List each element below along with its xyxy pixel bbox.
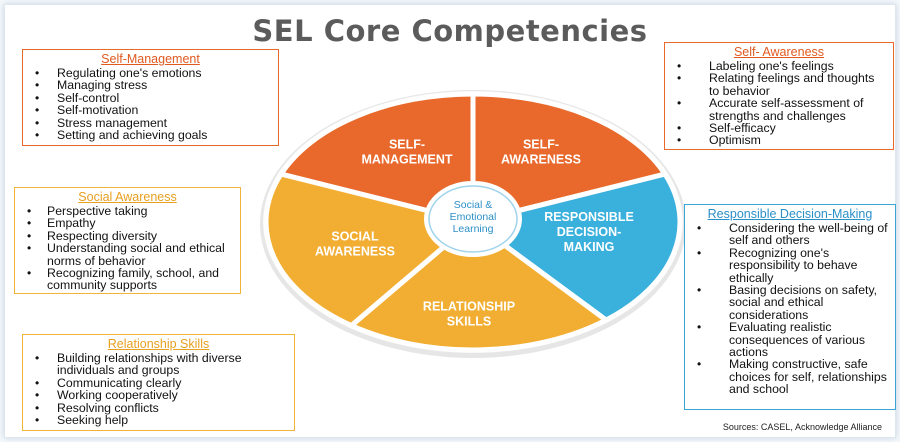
list-item: Recognizing one's responsibility to beha… [691,247,889,284]
wheel-label-relationship-skills: RELATIONSHIP [423,300,515,314]
list-item: Considering the well-being of self and o… [691,222,889,247]
list-item: Labeling one's feelings [671,60,887,73]
wheel-label-social-awareness: AWARENESS [315,245,395,259]
list-item: Resolving conflicts [29,401,288,414]
list-item: Accurate self-assessment of strengths an… [671,97,887,122]
social-awareness-list: Perspective takingEmpathyRespecting dive… [21,205,234,292]
wheel-label-relationship-skills: SKILLS [447,315,491,329]
self-management-panel: Self-Management Regulating one's emotion… [22,49,279,146]
wheel-center-label: Emotional [450,211,497,223]
list-item: Understanding social and ethical norms o… [21,242,234,267]
list-item: Regulating one's emotions [29,67,272,80]
list-item: Respecting diversity [21,229,234,242]
wheel-segment-responsible-decision-making [467,171,683,323]
wheel-label-responsible-decision-making: RESPONSIBLE [544,210,634,224]
source-note: Sources: CASEL, Acknowledge Alliance [722,422,882,432]
list-item: Making constructive, safe choices for se… [691,358,889,395]
wheel-segment-relationship-skills [346,218,611,353]
list-item: Empathy [21,217,234,230]
list-item: Perspective taking [21,205,234,218]
list-item: Evaluating realistic consequences of var… [691,321,889,358]
wheel-label-self-management: SELF- [389,138,425,152]
self-management-heading: Self-Management [101,52,200,66]
responsible-decision-making-list: Considering the well-being of self and o… [691,222,889,396]
list-item: Recognizing family, school, and communit… [21,267,234,292]
wheel-label-social-awareness: SOCIAL [331,230,379,244]
list-item: Self-efficacy [671,122,887,135]
self-awareness-panel: Self- Awareness Labeling one's feelingsR… [664,42,894,150]
wheel-label-self-awareness: SELF- [523,138,559,152]
list-item: Setting and achieving goals [29,129,272,142]
responsible-decision-making-heading: Responsible Decision-Making [707,207,873,221]
self-awareness-heading: Self- Awareness [733,45,825,59]
list-item: Optimism [671,134,887,147]
list-item: Basing decisions on safety, social and e… [691,284,889,321]
page-title: SEL Core Competencies [252,14,648,48]
social-awareness-heading: Social Awareness [78,190,177,204]
wheel-segment-self-awareness [470,91,669,226]
list-item: Seeking help [29,414,288,427]
wheel-center-label: Learning [453,223,494,235]
self-awareness-list: Labeling one's feelingsRelating feelings… [671,60,887,148]
relationship-skills-heading: Relationship Skills [107,337,210,351]
social-awareness-panel: Social Awareness Perspective takingEmpat… [14,187,241,294]
self-management-list: Regulating one's emotionsManaging stress… [29,67,272,142]
wheel-label-responsible-decision-making: MAKING [564,240,615,254]
list-item: Self-control [29,91,272,104]
relationship-skills-list: Building relationships with diverse indi… [29,352,288,427]
list-item: Working cooperatively [29,389,288,402]
wheel-center-ring [428,185,518,253]
relationship-skills-panel: Relationship Skills Building relationshi… [22,334,295,431]
wheel-center-label: Social & [454,199,493,211]
wheel-segment-self-management [277,91,476,226]
list-item: Stress management [29,116,272,129]
list-item: Relating feelings and thoughts to behavi… [671,72,887,97]
list-item: Managing stress [29,79,272,92]
wheel-center-hub [424,181,522,257]
list-item: Communicating clearly [29,376,288,389]
wheel-label-responsible-decision-making: DECISION- [557,225,622,239]
list-item: Self-motivation [29,104,272,117]
wheel-segment-social-awareness [263,171,479,329]
list-item: Building relationships with diverse indi… [29,352,288,377]
responsible-decision-making-panel: Responsible Decision-Making Considering … [684,204,896,410]
wheel-label-self-awareness: AWARENESS [501,153,581,167]
wheel-label-self-management: MANAGEMENT [362,153,453,167]
